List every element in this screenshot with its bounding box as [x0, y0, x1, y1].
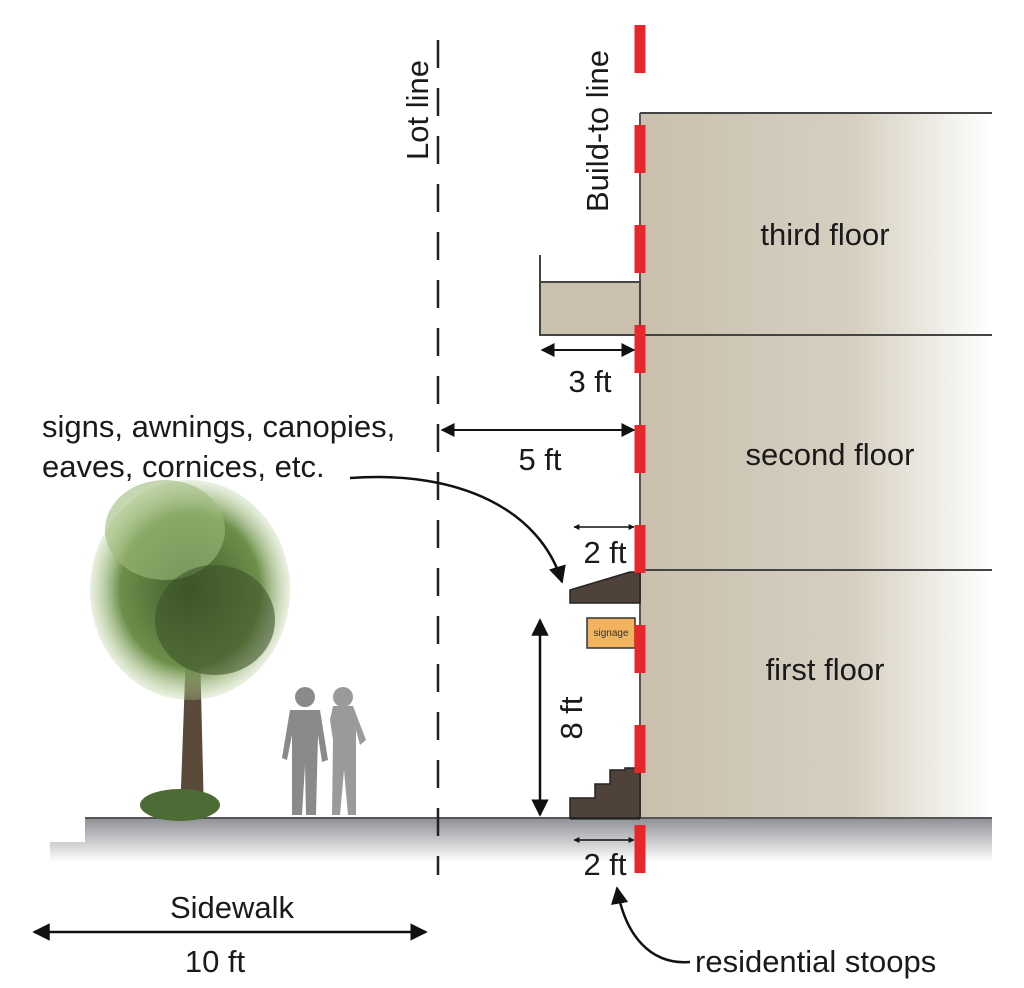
stoop-dimension: 2 ft — [583, 847, 626, 882]
pedestrians-silhouette — [282, 687, 366, 815]
clearance-dimension: 8 ft — [554, 696, 589, 739]
building — [639, 112, 992, 818]
signage-label: signage — [593, 628, 628, 639]
projection-note-line1: signs, awnings, canopies, — [42, 409, 395, 444]
residential-stoops-label: residential stoops — [695, 944, 936, 979]
balcony-dimension: 3 ft — [568, 364, 611, 399]
balcony — [539, 255, 641, 336]
residential-stoop — [569, 767, 641, 819]
lot-line-label: Lot line — [400, 60, 435, 160]
second-floor-label: second floor — [746, 437, 915, 472]
awning-dimension: 2 ft — [583, 535, 626, 570]
sign-dimension: 5 ft — [518, 442, 561, 477]
build-to-line-label: Build-to line — [580, 50, 615, 212]
sidewalk-label: Sidewalk — [170, 890, 295, 925]
signage-box: signage — [586, 617, 636, 649]
awning — [569, 571, 641, 604]
projection-note-line2: eaves, cornices, etc. — [42, 449, 325, 484]
residential-stoops-arrow — [611, 886, 691, 964]
sidewalk-ground — [50, 818, 992, 862]
third-floor-label: third floor — [760, 217, 889, 252]
projection-note-arrow — [349, 475, 566, 584]
sidewalk-dimension: 10 ft — [185, 944, 246, 979]
first-floor-label: first floor — [766, 652, 885, 687]
tree-illustration — [90, 480, 290, 821]
